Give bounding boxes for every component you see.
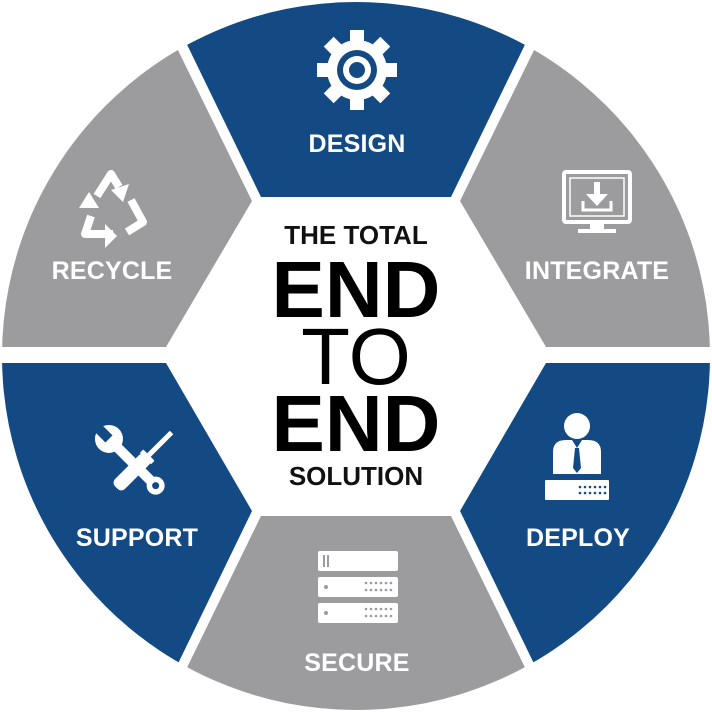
label-integrate: INTEGRATE: [525, 257, 669, 285]
person-server-icon: [545, 413, 609, 500]
center-title: THE TOTAL END TO END SOLUTION: [272, 220, 441, 491]
label-recycle: RECYCLE: [52, 257, 173, 285]
center-line-end-2: END: [272, 379, 441, 468]
label-support: SUPPORT: [76, 524, 198, 552]
monitor-download-icon: [562, 170, 632, 233]
label-deploy: DEPLOY: [526, 524, 630, 552]
recycle-icon: [79, 170, 147, 248]
segment-secure: [178, 516, 534, 710]
server-rack-icon: [318, 551, 398, 623]
gear-icon: [317, 30, 397, 110]
center-line-to: TO: [301, 312, 411, 401]
label-secure: SECURE: [304, 649, 409, 677]
label-design: DESIGN: [308, 130, 405, 158]
center-line-end-1: END: [272, 245, 441, 334]
center-line-the-total: THE TOTAL: [284, 220, 428, 250]
center-line-solution: SOLUTION: [289, 461, 423, 491]
wrench-screwdriver-icon: [92, 422, 174, 495]
